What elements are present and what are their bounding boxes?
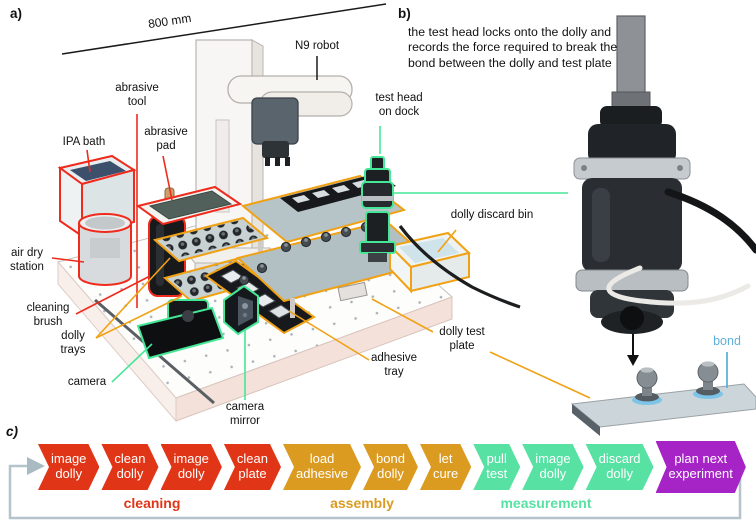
workflow-step: clean dolly [101,444,158,490]
label-dolly-discard-bin: dolly discard bin [450,209,534,221]
workflow-step: let cure [420,444,471,490]
stage-label-measurement: measurement [500,495,592,511]
stage-label-cleaning: cleaning [123,495,181,511]
label-camera-mirror: camera mirror [225,401,265,427]
label-bond: bond [713,334,741,348]
loop-arrowhead [27,457,45,475]
camera [136,299,225,360]
label-camera: camera [67,376,107,388]
label-cleaning-brush: cleaning brush [26,302,70,328]
workflow-step: image dolly [38,444,99,490]
air-tube [606,265,751,306]
test-head-cable [664,188,756,254]
workflow-chevrons: image dolly clean dolly image dolly clea… [38,444,726,490]
figure-illustration [51,3,756,436]
workflow-step: clean plate [224,444,281,490]
air-dry-station [78,213,132,286]
panel-c-tag: c) [6,424,19,439]
workflow-step: discard dolly [586,444,654,490]
label-dolly-trays: dolly trays [60,330,86,356]
label-ipa-bath: IPA bath [62,136,106,148]
workflow-step: pull test [473,444,520,490]
panel-a-tag: a) [10,6,23,21]
bonded-dollies-plate [570,352,756,436]
abrasive-pad [135,185,243,226]
label-abrasive-pad: abrasive pad [144,126,188,152]
table-cable [398,225,521,309]
down-arrow [627,334,639,366]
workflow-step: image dolly [161,444,222,490]
panel-b-description: the test head locks onto the dolly and r… [408,25,618,70]
stage-label-assembly: assembly [330,495,394,511]
label-dolly-test-plate: dolly test plate [439,326,485,352]
label-test-head-on-dock: test head on dock [375,92,423,118]
workflow-step: bond dolly [363,444,418,490]
label-abrasive-tool: abrasive tool [115,82,159,108]
label-air-dry-station: air dry station [10,247,44,273]
label-adhesive-tray: adhesive tray [370,352,418,378]
leader-lines [51,56,591,400]
camera-mirror [223,284,259,336]
dolly [693,361,723,399]
dolly [632,367,662,405]
test-head-on-dock [359,156,396,262]
dimension-line-800mm [61,3,387,55]
panel-b-tag: b) [398,6,411,21]
test-head-closeup [573,15,756,334]
plate-badge [337,281,368,302]
workflow-step: load adhesive [283,444,361,490]
label-n9-robot: N9 robot [294,40,340,52]
workflow-step: image dolly [522,444,583,490]
workflow-step: plan next experiment [656,441,746,493]
